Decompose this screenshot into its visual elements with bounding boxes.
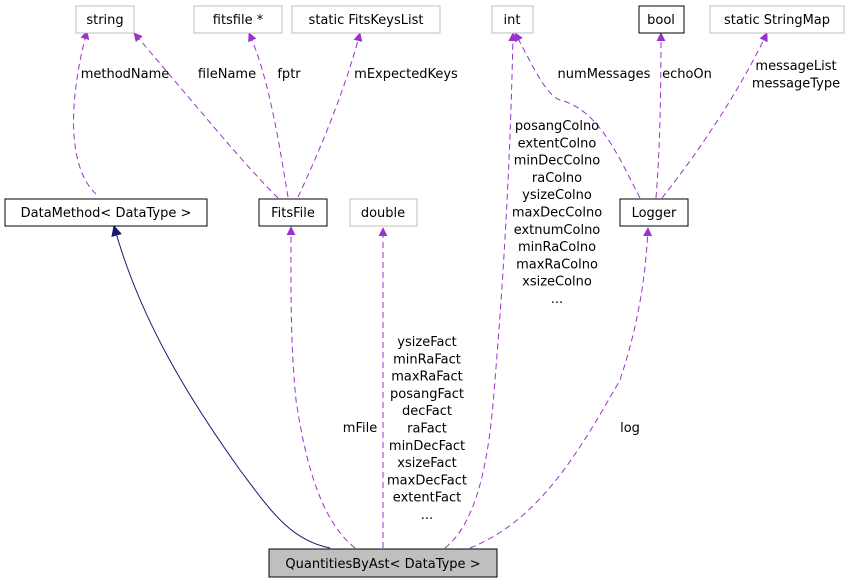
svg-text:QuantitiesByAst< DataType >: QuantitiesByAst< DataType > <box>285 557 480 572</box>
label-double-members-line: maxRaFact <box>391 370 463 385</box>
svg-text:bool: bool <box>647 13 675 28</box>
edge-quantities-int <box>444 32 518 549</box>
svg-text:double: double <box>361 206 405 221</box>
label-double-members-line: extentFact <box>393 491 461 506</box>
svg-text:FitsFile: FitsFile <box>271 206 315 221</box>
label-double-members-line: posangFact <box>390 387 464 402</box>
label-message-list-line: messageType <box>752 76 840 91</box>
label-int-members-line: raColno <box>532 171 582 186</box>
label-int-members-line: maxRaColno <box>516 257 598 272</box>
label-double-members-line: decFact <box>402 404 452 419</box>
svg-text:static FitsKeysList: static FitsKeysList <box>309 13 424 28</box>
label-double-members: ysizeFact minRaFact maxRaFact posangFact dec… <box>387 335 467 523</box>
label-fptr-line: fptr <box>277 67 301 82</box>
label-log: log <box>620 421 640 436</box>
label-echo-on: echoOn <box>662 67 712 82</box>
label-double-members-line: maxDecFact <box>387 473 467 488</box>
edge-quantities-logger <box>469 227 653 549</box>
svg-text:DataMethod< DataType >: DataMethod< DataType > <box>21 206 192 221</box>
svg-text:fitsfile *: fitsfile * <box>213 13 264 28</box>
label-double-members-line: ysizeFact <box>397 335 456 350</box>
edge-logger-bool <box>655 32 666 199</box>
label-echo-on-line: echoOn <box>662 67 712 82</box>
node-logger[interactable]: Logger <box>619 198 689 227</box>
label-expected-keys-line: mExpectedKeys <box>354 67 458 82</box>
node-bool[interactable]: bool <box>638 5 685 34</box>
edge-quantities-datamethod <box>111 224 331 549</box>
node-quantities[interactable]: QuantitiesByAst< DataType > <box>268 548 498 578</box>
label-int-members-line: minDecColno <box>514 154 601 169</box>
label-double-members-line: minRaFact <box>393 352 461 367</box>
label-file-name-line: fileName <box>198 67 256 82</box>
svg-text:string: string <box>86 13 123 28</box>
label-double-members-line: xsizeFact <box>397 456 456 471</box>
label-int-members-line: minRaColno <box>518 240 596 255</box>
label-fptr: fptr <box>277 67 301 82</box>
label-num-messages: numMessages <box>558 67 651 82</box>
label-message-list: messageList messageType <box>752 59 840 91</box>
node-datamethod[interactable]: DataMethod< DataType > <box>4 198 208 227</box>
label-int-members-line: maxDecColno <box>512 206 602 221</box>
node-string[interactable]: string <box>75 5 135 34</box>
node-fitskeyslist[interactable]: static FitsKeysList <box>291 5 441 34</box>
node-fitsfile-class[interactable]: FitsFile <box>258 198 328 227</box>
edge-fitsfile-string <box>133 32 279 199</box>
label-int-members: posangColno extentColno minDecColno raColno… <box>512 119 602 307</box>
label-double-members-line: raFact <box>407 422 447 437</box>
label-int-members-line: ysizeColno <box>522 188 592 203</box>
edge-quantities-fitsfile <box>286 226 356 549</box>
label-m-file-line: mFile <box>343 421 377 436</box>
node-stringmap[interactable]: static StringMap <box>709 5 845 34</box>
label-int-members-line: extentColno <box>518 136 597 151</box>
label-double-members-line: ... <box>421 508 433 523</box>
node-int[interactable]: int <box>491 5 534 34</box>
label-int-members-line: xsizeColno <box>522 275 592 290</box>
label-file-name: fileName <box>198 67 256 82</box>
label-int-members-line: extnumColno <box>514 223 601 238</box>
edge-logger-stringmap <box>661 32 768 199</box>
label-int-members-line: posangColno <box>515 119 599 134</box>
svg-text:Logger: Logger <box>632 206 677 221</box>
label-log-line: log <box>620 421 640 436</box>
svg-text:int: int <box>504 13 521 28</box>
edge-datamethod-string <box>73 30 97 195</box>
node-double[interactable]: double <box>349 198 418 227</box>
svg-text:static StringMap: static StringMap <box>724 13 830 28</box>
label-m-file: mFile <box>343 421 377 436</box>
label-method-name-line: methodName <box>81 67 170 82</box>
label-expected-keys: mExpectedKeys <box>354 67 458 82</box>
label-double-members-line: minDecFact <box>389 439 465 454</box>
label-int-members-line: ... <box>551 292 563 307</box>
edge-fitsfile-fitskeyslist <box>297 32 363 198</box>
node-fitsfile-ptr[interactable]: fitsfile * <box>193 5 283 34</box>
edge-logger-int <box>514 32 641 199</box>
edge-fitsfile-fitsfileptr <box>248 32 289 198</box>
label-method-name: methodName <box>81 67 170 82</box>
label-num-messages-line: numMessages <box>558 67 651 82</box>
label-message-list-line: messageList <box>755 59 836 74</box>
